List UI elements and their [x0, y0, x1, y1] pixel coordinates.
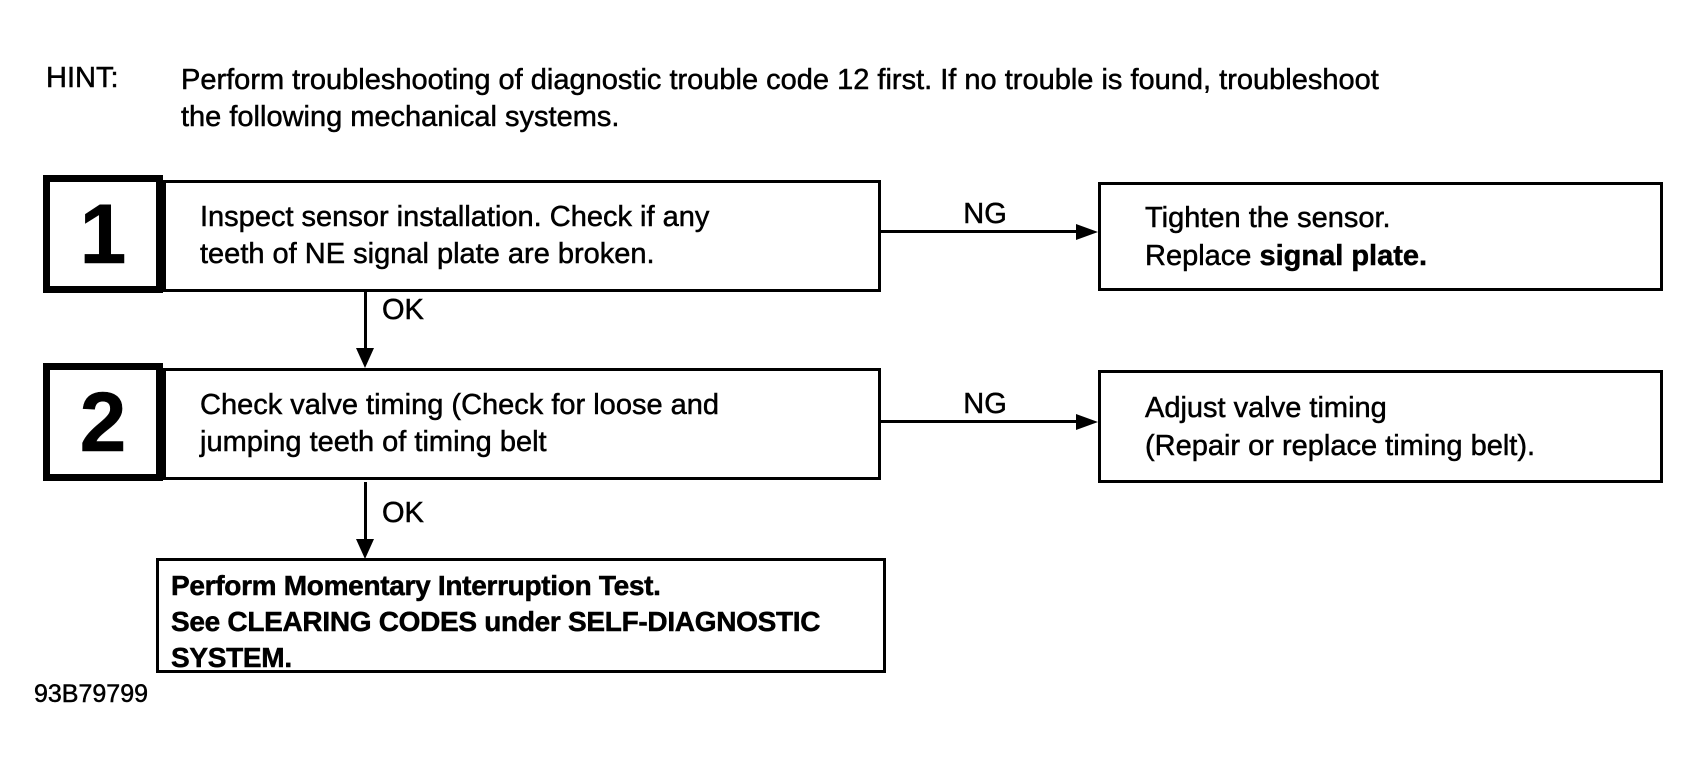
hint-text-line-2: the following mechanical systems. [181, 101, 620, 134]
step-1-ok-arrow-shaft [364, 291, 367, 351]
step-2-ng-arrow-shaft [881, 420, 1079, 423]
step-2-ng-arrow-head-icon [1076, 414, 1098, 430]
step-2-result-box: Adjust valve timing (Repair or replace t… [1098, 370, 1663, 483]
hint-text-line-1: Perform troubleshooting of diagnostic tr… [181, 64, 1379, 97]
step-2-ok-arrow-head-icon [356, 539, 374, 559]
step-2-number: 2 [79, 374, 127, 469]
step-2-action-line-2: jumping teeth of timing belt [200, 426, 547, 459]
step-1-result-line-2-prefix: Replace [1145, 239, 1260, 272]
step-1-ok-label: OK [382, 294, 424, 327]
step-2-action-box: Check valve timing (Check for loose and … [163, 368, 881, 480]
step-1-result-box: Tighten the sensor. Replace signal plate… [1098, 182, 1663, 291]
step-1-number-box: 1 [43, 175, 163, 293]
step-2-ok-arrow-shaft [364, 482, 367, 542]
final-line-2: See CLEARING CODES under SELF-DIAGNOSTIC [171, 606, 821, 638]
step-1-result-line-2-emphasis: signal plate. [1259, 239, 1428, 272]
final-instruction-box: Perform Momentary Interruption Test. See… [156, 558, 886, 673]
step-2-action-line-1: Check valve timing (Check for loose and [200, 389, 720, 422]
step-1-ng-arrow-head-icon [1076, 224, 1098, 240]
step-1-ng-arrow-shaft [881, 230, 1079, 233]
final-line-1: Perform Momentary Interruption Test. [171, 570, 661, 602]
final-line-3: SYSTEM. [171, 642, 293, 674]
step-1-result-line-2: Replace signal plate. [1145, 237, 1660, 275]
step-1-ng-label: NG [963, 198, 1007, 231]
step-2-result-line-1: Adjust valve timing [1145, 391, 1387, 424]
step-1-action-box: Inspect sensor installation. Check if an… [163, 180, 881, 292]
step-1-action-line-1: Inspect sensor installation. Check if an… [200, 201, 710, 234]
step-2-ok-label: OK [382, 497, 424, 530]
step-1-ok-arrow-head-icon [356, 348, 374, 368]
step-2-ng-label: NG [963, 388, 1007, 421]
step-1-number: 1 [79, 186, 127, 281]
hint-text: Perform troubleshooting of diagnostic tr… [181, 62, 1681, 136]
step-2-result-line-2: (Repair or replace timing belt). [1145, 429, 1536, 462]
step-2-number-box: 2 [43, 363, 163, 481]
step-1-result-line-1: Tighten the sensor. [1145, 201, 1391, 234]
hint-label: HINT: [46, 62, 119, 95]
figure-code: 93B79799 [34, 680, 149, 709]
step-1-action-line-2: teeth of NE signal plate are broken. [200, 238, 655, 271]
